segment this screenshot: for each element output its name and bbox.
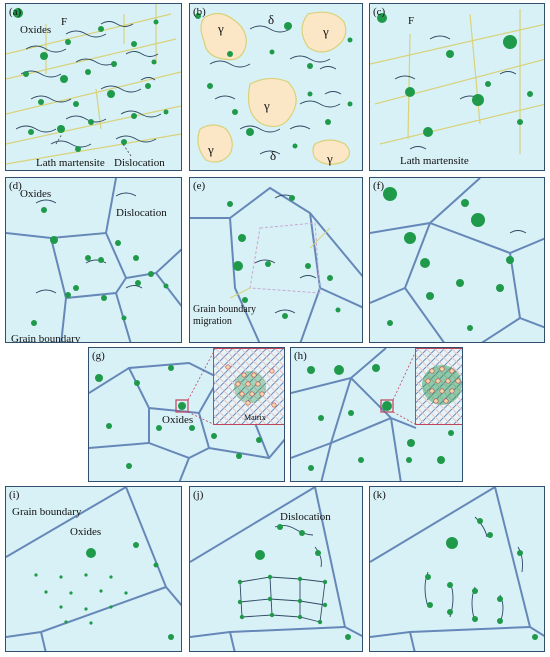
oxides-label: Oxides (20, 188, 52, 200)
gamma-label-5: γ (327, 151, 333, 166)
panel-b: (b) γ δ γ γ γ δ γ (189, 3, 363, 171)
panel-c: (c) F Lath martensite (369, 3, 545, 171)
gb-migration-label-2: migration (193, 316, 232, 327)
ferrite-label: F (408, 15, 415, 27)
delta-label-2: δ (270, 148, 277, 163)
matrix-label: Matrix (244, 413, 266, 422)
oxides-label: Oxides (70, 526, 102, 538)
panel-h-drawing (291, 348, 454, 481)
oxide-inset-g (213, 348, 284, 425)
panel-f-drawing (370, 178, 544, 342)
panel-k-label: (k) (373, 489, 386, 501)
panel-d-label: (d) (9, 180, 22, 192)
panel-d-drawing (6, 178, 181, 342)
panel-b-label: (b) (193, 6, 206, 18)
panel-j: (j) Dislocation (189, 486, 363, 652)
dislocation-label: Dislocation (280, 511, 331, 523)
panel-e-drawing (190, 186, 362, 342)
panel-b-drawing (195, 11, 353, 165)
panel-f: (f) (369, 177, 545, 343)
panel-f-label: (f) (373, 180, 384, 192)
panel-h-label: (h) (294, 350, 307, 362)
panel-a-label: (a) (9, 6, 22, 18)
panel-c-label: (c) (373, 6, 386, 18)
gamma-label-4: γ (208, 142, 214, 157)
panel-d: (d) Oxides Dislocation Grain boundary (5, 177, 182, 343)
ferrite-label: F (61, 16, 68, 28)
dislocation-label: Dislocation (114, 157, 165, 169)
panel-j-drawing (190, 487, 362, 651)
panel-g-drawing (89, 352, 284, 481)
panel-a: (a) F Oxides Lath martensite Dislocation (5, 3, 182, 171)
panel-i-label: (i) (9, 489, 20, 501)
grain-boundary-label: Grain boundary (11, 333, 81, 343)
panel-e: (e) Grain boundary migration (189, 177, 363, 343)
gb-migration-label-1: Grain boundary (193, 304, 257, 315)
panel-g: (g) Oxides Matrix (88, 347, 285, 482)
lath-martensite-label: Lath martensite (36, 157, 105, 169)
panel-k-drawing (370, 487, 544, 651)
dislocation-label: Dislocation (116, 207, 167, 219)
oxides-label: Oxides (162, 414, 194, 426)
panel-k: (k) (369, 486, 545, 652)
gamma-label-2: γ (323, 24, 329, 39)
inset-g-particles (225, 364, 277, 408)
gamma-label-3: γ (264, 98, 270, 113)
inset-h-particles (422, 365, 462, 405)
grain-boundary-label: Grain boundary (12, 506, 82, 518)
panel-c-drawing (370, 9, 544, 154)
gamma-label-1: γ (218, 21, 224, 36)
panel-j-label: (j) (193, 489, 204, 501)
lath-martensite-label: Lath martensite (400, 155, 469, 167)
panel-h: (h) (290, 347, 463, 482)
panel-i-drawing (6, 487, 181, 651)
oxides-label: Oxides (20, 24, 52, 36)
delta-label-1: δ (268, 12, 275, 27)
oxide-inset-h (415, 348, 462, 425)
panel-a-drawing (6, 4, 181, 165)
panel-g-label: (g) (92, 350, 105, 362)
panel-i: (i) Grain boundary Oxides (5, 486, 182, 652)
panel-e-label: (e) (193, 180, 206, 192)
